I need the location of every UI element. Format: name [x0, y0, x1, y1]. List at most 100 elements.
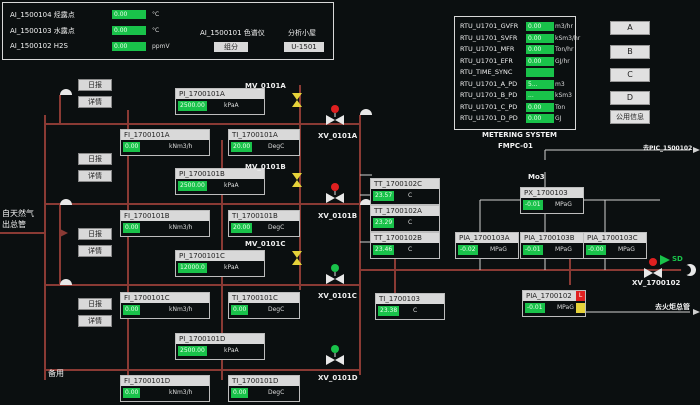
instrument-tag: TI_1700101A: [229, 130, 299, 140]
instrument-tag: FI_1700101B: [121, 211, 209, 221]
sd-arrow-icon: [660, 255, 670, 265]
button-c[interactable]: C: [610, 68, 650, 82]
metering-value: 0.00: [526, 56, 554, 66]
shutdown-valve-icon[interactable]: [326, 264, 344, 284]
instrument-tag: TT_1700102A: [371, 206, 439, 216]
detail-button-4[interactable]: 详情: [78, 315, 112, 327]
metering-title: METERING SYSTEM: [482, 131, 558, 139]
h2s-label: AI_1500102 H2S: [10, 42, 68, 50]
common-info-button[interactable]: 公用信息: [610, 110, 650, 124]
manual-valve-icon[interactable]: [292, 173, 302, 187]
analyzer-panel: [2, 2, 334, 60]
instrument-unit: MPaG: [490, 246, 507, 253]
shutdown-valve-icon[interactable]: [326, 183, 344, 203]
daily-report-button-3[interactable]: 日报: [78, 228, 112, 240]
instrument-tag: PIA_1700103C: [584, 233, 646, 243]
instrument-unit: DegC: [268, 224, 285, 231]
analyzer-house-button[interactable]: U-1501: [284, 42, 324, 52]
instrument-tag: PI_1700101D: [176, 334, 264, 344]
instrument-value: 2500.00: [178, 101, 207, 111]
shutdown-valve-icon[interactable]: [326, 105, 344, 125]
instrument-value: -0.01: [525, 303, 545, 313]
instrument-unit: MPaG: [557, 304, 574, 311]
instrument-value: -0.02: [458, 245, 478, 255]
daily-report-button-2[interactable]: 日报: [78, 153, 112, 165]
outlet-valve-icon[interactable]: [644, 258, 662, 278]
shutdown-valve-icon[interactable]: [326, 345, 344, 365]
instrument-unit: MPaG: [555, 201, 572, 208]
instrument-unit: kPaA: [224, 264, 239, 271]
instrument-ti-103[interactable]: TI_1700103 23.38 C: [375, 293, 445, 320]
detail-button-3[interactable]: 详情: [78, 245, 112, 257]
shutdown-valve-label: XV_0101D: [318, 374, 358, 382]
instrument-value: 20.00: [231, 142, 253, 152]
instrument-tag: TT_1700102C: [371, 179, 439, 189]
instrument-unit: DegC: [268, 306, 285, 313]
button-a[interactable]: A: [610, 21, 650, 35]
instrument-tag: TI_1700101D: [229, 376, 299, 386]
instrument-value: -0.01: [523, 200, 543, 210]
instrument-tag: PI_1700101C: [176, 251, 264, 261]
analyzer-house-label: 分析小屋: [288, 29, 316, 37]
metering-tag: RTU_U1701_MFR: [460, 45, 515, 53]
instrument-tag: PIA_1700103B: [521, 233, 583, 243]
button-d[interactable]: D: [610, 91, 650, 105]
metering-tag: RTU_U1701_D_PD: [460, 114, 518, 122]
instrument-value: 23.46: [373, 245, 395, 255]
instrument-value: 23.57: [373, 191, 395, 201]
metering-panel: [454, 16, 576, 130]
daily-report-button-1[interactable]: 日报: [78, 79, 112, 91]
instrument-tag: FI_1700101D: [121, 376, 209, 386]
instrument-value: 23.38: [378, 306, 400, 316]
metering-unit: GJ/hr: [555, 57, 570, 65]
instrument-tag: TI_1700101C: [229, 293, 299, 303]
dew-hc-label: AI_1500103 水露点: [10, 27, 75, 35]
inlet-label: 自天然气 出总管: [2, 209, 34, 229]
instrument-value: 0.00: [231, 388, 249, 398]
instrument-unit: kNm3/h: [169, 389, 193, 396]
detail-button-2[interactable]: 详情: [78, 170, 112, 182]
dew-water-unit: °C: [152, 11, 160, 18]
instrument-value: 0.00: [123, 388, 141, 398]
metering-tag: RTU_U1701_GVFR: [460, 22, 519, 30]
instrument-value: 2500.00: [178, 346, 207, 356]
manual-valve-icon[interactable]: [292, 251, 302, 265]
dew-hc-value: 0.00: [112, 26, 146, 35]
metering-value: ...: [526, 91, 554, 100]
spare-label: 备用: [48, 369, 64, 378]
instrument-value: 20.00: [231, 223, 253, 233]
instrument-value: -0.00: [586, 245, 606, 255]
instrument-fi-d[interactable]: FI_1700101D 0.00 kNm3/h: [120, 375, 210, 402]
gc-components-button[interactable]: 组分: [214, 42, 248, 52]
instrument-tag: PIA_1700102: [523, 291, 585, 301]
button-b[interactable]: B: [610, 45, 650, 59]
detail-button-1[interactable]: 详情: [78, 96, 112, 108]
instrument-tag: TI_1700103: [376, 294, 444, 304]
instrument-unit: C: [413, 307, 418, 314]
instrument-tag: PI_1700101A: [176, 89, 264, 99]
daily-report-button-4[interactable]: 日报: [78, 298, 112, 310]
alarm-indicator-secondary: [576, 303, 585, 313]
instrument-unit: kNm3/h: [169, 306, 193, 313]
manual-valve-icon[interactable]: [292, 93, 302, 107]
instrument-value: -0.01: [523, 245, 543, 255]
